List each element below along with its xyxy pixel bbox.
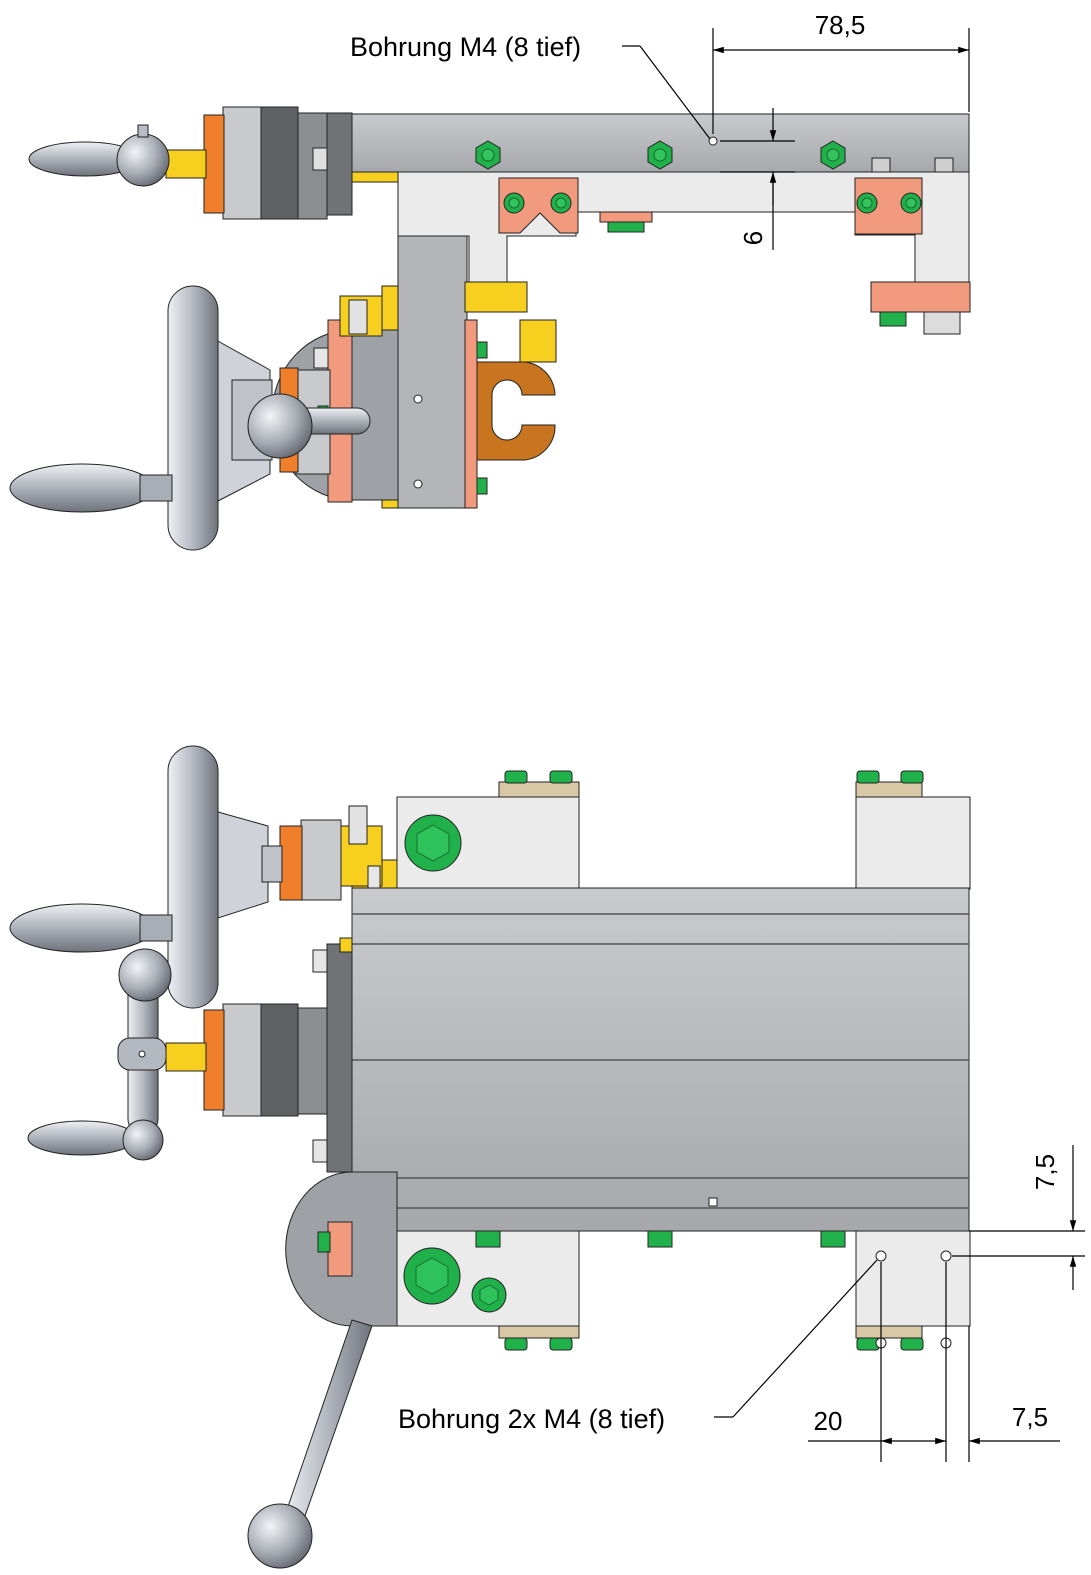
top-clamp-lower: [870, 281, 971, 313]
handwheel-icon: [9, 285, 371, 551]
handwheel-icon: [9, 745, 219, 1009]
top-column: [397, 235, 468, 509]
drill-hole-icon: [875, 1250, 887, 1262]
bottom-block-bottom-right: [855, 1230, 971, 1327]
crank-handle-icon: [28, 124, 170, 187]
hex-nut-icon: [475, 140, 501, 170]
half-nut-icon: [476, 319, 557, 461]
top-dimensions: 78,5 9 Bohrung M4 (8 tief): [350, 10, 970, 250]
callout-bottom-label: Bohrung 2x M4 (8 tief): [398, 1404, 665, 1434]
bottom-view: [9, 745, 971, 1569]
dim-7-5-vertical-label: 7,5: [1030, 1154, 1060, 1190]
dim-9-label: 9: [738, 231, 768, 245]
dim-20-label: 20: [814, 1406, 843, 1436]
top-view: [9, 106, 971, 551]
top-clamp-left: [498, 177, 579, 234]
hex-socket-screw-icon: [403, 1247, 461, 1305]
crank-handle-icon: [27, 948, 172, 1161]
lever-handle-icon: [247, 1319, 373, 1569]
dim-78-5-label: 78,5: [815, 10, 866, 40]
hex-socket-screw-icon: [471, 1277, 507, 1313]
hex-nut-icon: [820, 140, 846, 170]
hex-nut-icon: [647, 140, 673, 170]
drill-hole-icon: [708, 136, 718, 146]
bottom-dimensions: 7,5 20 7,5 Bohrung 2x M4 (8 tief): [398, 1145, 1085, 1462]
bottom-block-top-right: [855, 796, 971, 890]
hex-socket-screw-icon: [404, 814, 462, 872]
drill-hole-icon: [940, 1250, 952, 1262]
dim-7-5-horizontal-label: 7,5: [1012, 1402, 1048, 1432]
callout-top-label: Bohrung M4 (8 tief): [350, 32, 581, 62]
